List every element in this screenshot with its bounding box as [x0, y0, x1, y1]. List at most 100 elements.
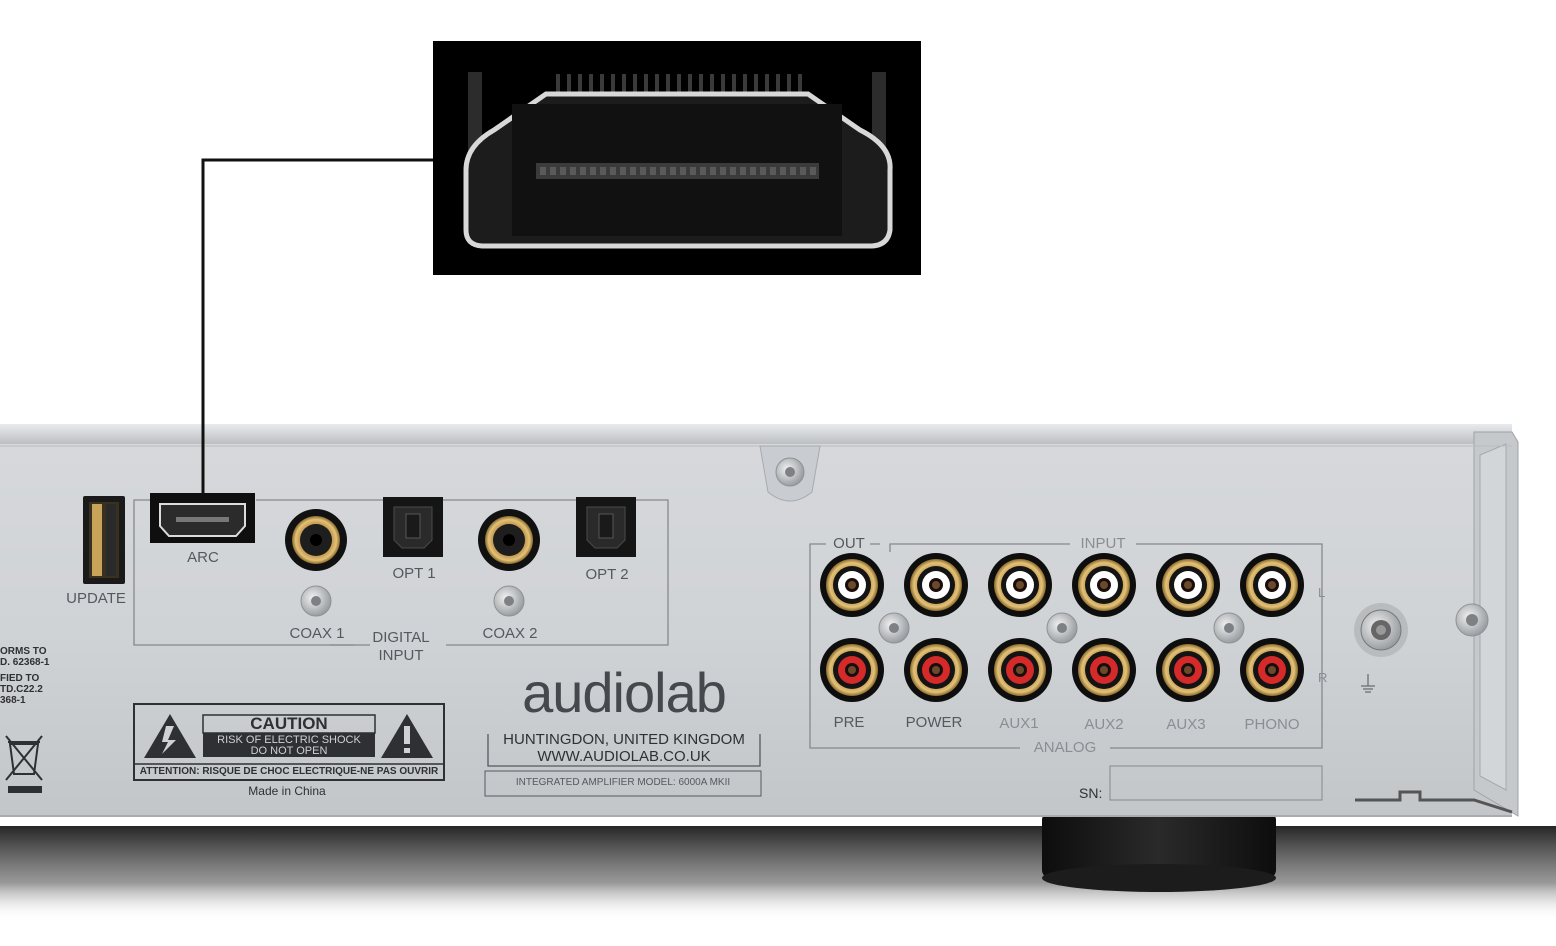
hdmi-contact — [790, 167, 796, 175]
label-phono: PHONO — [1244, 716, 1300, 733]
hdmi-pin — [732, 74, 736, 96]
model-label: INTEGRATED AMPLIFIER MODEL: 6000A MKII — [515, 777, 731, 788]
hdmi-pin — [589, 74, 593, 96]
compliance-block: ORMS TO D. 62368-1 FIED TO TD.C22.2 368-… — [0, 646, 50, 706]
hdmi-contact — [560, 167, 566, 175]
hdmi-pin — [787, 74, 791, 96]
caution-attention: ATTENTION: RISQUE DE CHOC ELECTRIQUE-NE … — [139, 766, 439, 777]
optical-1-port[interactable] — [383, 497, 443, 557]
hdmi-pin — [699, 74, 703, 96]
rubber-foot — [1042, 812, 1276, 892]
hdmi-pin — [754, 74, 758, 96]
label-right-channel: R — [1318, 670, 1328, 685]
hdmi-contact — [650, 167, 656, 175]
label-arc: ARC — [187, 549, 219, 566]
ground-terminal[interactable] — [1354, 603, 1408, 657]
hdmi-contact — [580, 167, 586, 175]
hdmi-pin — [655, 74, 659, 96]
brand-logo: audiolab — [522, 661, 726, 724]
hdmi-pin — [644, 74, 648, 96]
hdmi-contact — [620, 167, 626, 175]
hdmi-contact — [680, 167, 686, 175]
hdmi-pin — [578, 74, 582, 96]
rca-jack-right-aux1[interactable] — [988, 638, 1052, 702]
hdmi-contact — [540, 167, 546, 175]
hdmi-pins — [556, 74, 802, 96]
chassis-screw — [759, 445, 821, 502]
rca-jack-right-aux2[interactable] — [1072, 638, 1136, 702]
rca-jack-left-aux3[interactable] — [1156, 553, 1220, 617]
hdmi-contact — [720, 167, 726, 175]
ground-symbol-icon — [1361, 674, 1375, 693]
hdmi-pin — [710, 74, 714, 96]
caution-label — [133, 703, 445, 781]
rca-jack-grid — [820, 553, 1304, 702]
label-digital-input-line1: DIGITAL — [372, 629, 430, 646]
hdmi-contact — [730, 167, 736, 175]
label-left-channel: L — [1318, 585, 1326, 600]
address-line-2: WWW.AUDIOLAB.CO.UK — [537, 748, 711, 765]
label-opt2: OPT 2 — [585, 566, 629, 583]
compliance-line: TD.C22.2 — [0, 684, 43, 695]
coax-1-jack[interactable] — [285, 509, 347, 571]
label-digital-input-line2: INPUT — [378, 647, 424, 664]
digital-input-frame — [133, 499, 669, 646]
rca-jack-left-aux2[interactable] — [1072, 553, 1136, 617]
hdmi-contact — [690, 167, 696, 175]
label-coax2: COAX 2 — [482, 625, 538, 642]
rca-jack-left-power[interactable] — [904, 553, 968, 617]
serial-number-box — [1109, 765, 1323, 801]
hdmi-contact — [550, 167, 556, 175]
rca-screw — [1046, 612, 1078, 644]
rca-jack-right-pre[interactable] — [820, 638, 884, 702]
label-aux2: AUX2 — [1084, 716, 1124, 733]
hdmi-contact — [590, 167, 596, 175]
optical-2-port[interactable] — [576, 497, 636, 557]
coax-2-jack[interactable] — [478, 509, 540, 571]
compliance-line: FIED TO — [0, 673, 39, 684]
compliance-line: 368-1 — [0, 695, 26, 706]
hdmi-pin — [633, 74, 637, 96]
hdmi-pin — [743, 74, 747, 96]
hdmi-pin — [556, 74, 560, 96]
caution-line1: RISK OF ELECTRIC SHOCK — [217, 734, 361, 746]
rca-jack-right-power[interactable] — [904, 638, 968, 702]
hdmi-pin — [776, 74, 780, 96]
hdmi-contact — [750, 167, 756, 175]
hdmi-pin — [688, 74, 692, 96]
address-bracket — [487, 734, 761, 767]
label-opt1: OPT 1 — [392, 565, 436, 582]
hdmi-contact — [640, 167, 646, 175]
usb-update-port[interactable] — [83, 496, 125, 584]
rca-jack-left-pre[interactable] — [820, 553, 884, 617]
serial-label: SN: — [1079, 785, 1103, 801]
rca-screw — [878, 612, 910, 644]
label-pre: PRE — [833, 714, 865, 731]
hdmi-contact — [710, 167, 716, 175]
rca-jack-left-aux1[interactable] — [988, 553, 1052, 617]
hdmi-contact — [770, 167, 776, 175]
hdmi-contact — [800, 167, 806, 175]
hdmi-contact — [670, 167, 676, 175]
hdmi-zoom-callout — [433, 41, 921, 275]
rca-jack-right-phono[interactable] — [1240, 638, 1304, 702]
hdmi-arc-port[interactable] — [150, 493, 255, 543]
hdmi-contact — [700, 167, 706, 175]
hdmi-contact — [630, 167, 636, 175]
hdmi-contact — [660, 167, 666, 175]
hdmi-contact — [600, 167, 606, 175]
callout-leader-line — [201, 158, 434, 495]
label-out: OUT — [833, 535, 865, 552]
rca-jack-right-aux3[interactable] — [1156, 638, 1220, 702]
hdmi-pin — [611, 74, 615, 96]
label-input: INPUT — [1080, 535, 1126, 552]
rca-jack-left-phono[interactable] — [1240, 553, 1304, 617]
caution-title: CAUTION — [250, 714, 328, 733]
side-panel-screw — [1455, 603, 1489, 637]
label-coax1: COAX 1 — [289, 625, 345, 642]
hdmi-pin — [622, 74, 626, 96]
chassis — [0, 424, 1519, 817]
label-aux1: AUX1 — [999, 715, 1039, 732]
hdmi-pin — [567, 74, 571, 96]
